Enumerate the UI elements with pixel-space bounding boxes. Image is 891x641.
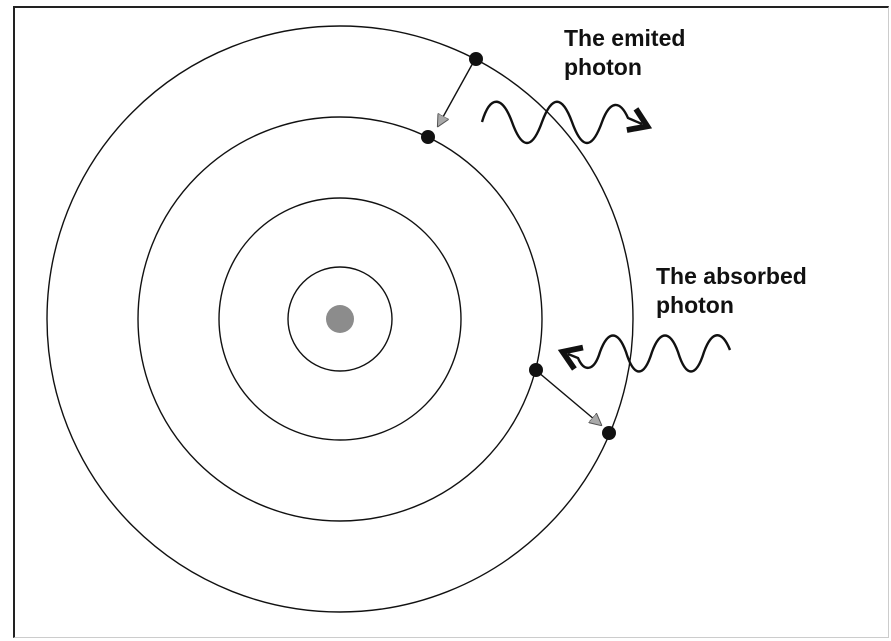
electron-outer-right bbox=[602, 426, 616, 440]
absorbed-photon-wave bbox=[557, 334, 732, 373]
orbit-4 bbox=[46, 25, 634, 613]
emitted-label-line-1: The emited bbox=[564, 25, 686, 51]
emitted-photon-wave bbox=[480, 100, 653, 144]
diagram-frame bbox=[13, 6, 889, 638]
absorbed-label-line-2: photon bbox=[656, 292, 734, 318]
absorbed-photon-label: The absorbed photon bbox=[656, 262, 807, 320]
absorption-transition-arrow bbox=[537, 371, 601, 425]
electron-inner-right bbox=[529, 363, 543, 377]
orbit-1 bbox=[287, 266, 393, 372]
emitted-label-line-2: photon bbox=[564, 54, 642, 80]
orbit-3 bbox=[137, 116, 543, 522]
nucleus bbox=[326, 305, 354, 333]
emitted-photon-label: The emited photon bbox=[564, 24, 685, 82]
electron-inner-top bbox=[421, 130, 435, 144]
absorbed-label-line-1: The absorbed bbox=[656, 263, 807, 289]
orbit-2 bbox=[218, 197, 462, 441]
emission-transition-arrow bbox=[438, 60, 475, 126]
electron-outer-top bbox=[469, 52, 483, 66]
